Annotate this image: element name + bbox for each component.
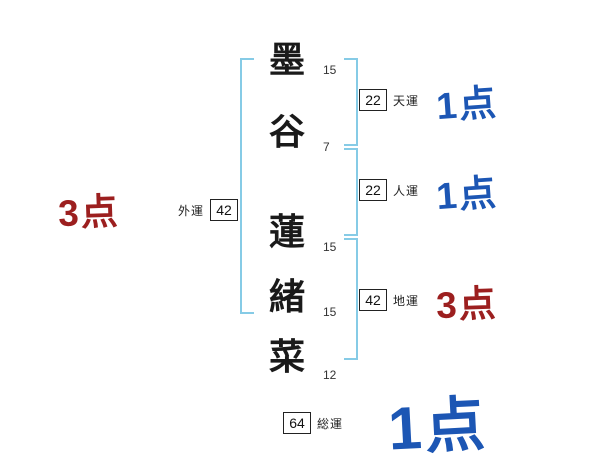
- name-char-5: 菜: [268, 336, 305, 377]
- gaiun-value-box: 42: [210, 199, 239, 221]
- souun-label: 総運: [317, 416, 344, 431]
- name-char-4: 緒: [268, 276, 305, 317]
- stroke-count-3: 15: [323, 240, 337, 254]
- stroke-count-2: 7: [323, 140, 330, 154]
- fortune-jinun: 22 人運: [359, 179, 419, 201]
- fortune-souun: 64 総運: [283, 412, 343, 434]
- stroke-count-1: 15: [323, 63, 337, 77]
- bracket-tenun: [344, 58, 358, 146]
- stroke-count-5: 12: [323, 368, 337, 382]
- fortune-gaiun: 外運 42: [178, 199, 239, 221]
- tenun-value-box: 22: [359, 89, 387, 111]
- jinun-score: 1点: [434, 171, 500, 218]
- name-char-1: 墨: [268, 39, 305, 80]
- fortune-chiun: 42 地運: [359, 289, 419, 311]
- bracket-gaiun: [240, 58, 254, 314]
- bracket-jinun: [344, 148, 358, 236]
- souun-value-box: 64: [283, 412, 311, 434]
- gaiun-score: 3点: [57, 190, 121, 235]
- jinun-label: 人運: [393, 183, 420, 198]
- tenun-score: 1点: [434, 81, 500, 128]
- chiun-score: 3点: [435, 282, 499, 327]
- gaiun-label: 外運: [178, 203, 205, 218]
- chiun-label: 地運: [393, 293, 420, 308]
- bracket-chiun: [344, 238, 358, 360]
- fortune-tenun: 22 天運: [359, 89, 419, 111]
- souun-score: 1点: [386, 390, 490, 463]
- name-char-3: 蓮: [268, 211, 305, 252]
- stroke-count-4: 15: [323, 305, 337, 319]
- tenun-label: 天運: [393, 93, 420, 108]
- jinun-value-box: 22: [359, 179, 387, 201]
- chiun-value-box: 42: [359, 289, 387, 311]
- name-char-2: 谷: [268, 111, 305, 152]
